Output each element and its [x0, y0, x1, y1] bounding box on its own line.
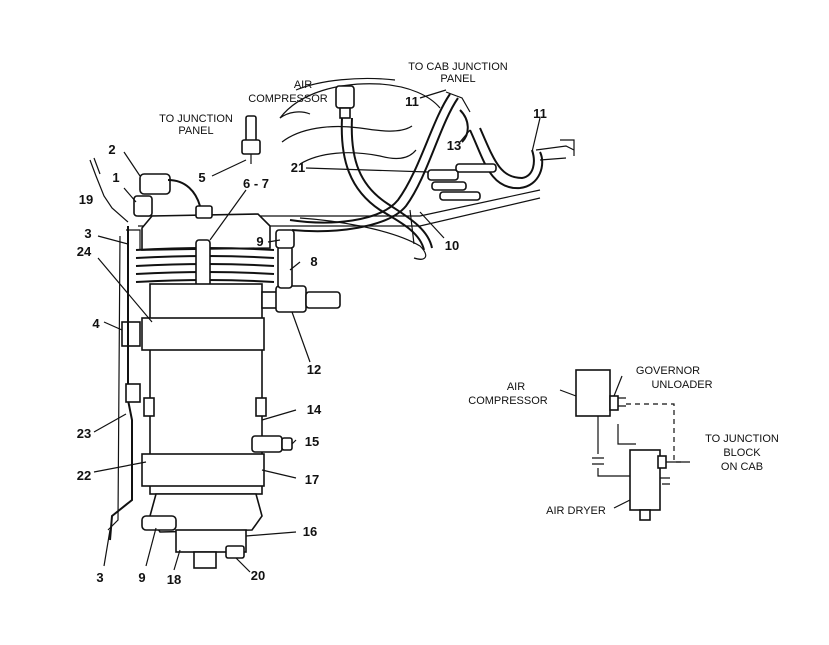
callout-cab-junction-line2: PANEL	[440, 73, 475, 85]
part-number-17: 17	[305, 472, 319, 487]
schematic-governor-line1: GOVERNOR	[636, 365, 700, 377]
callout-air-compressor-line2: COMPRESSOR	[248, 93, 328, 105]
schematic-junction-block-line2: BLOCK	[723, 447, 761, 459]
callout-junction-panel-line2: PANEL	[178, 125, 213, 137]
part-number-12: 12	[307, 362, 321, 377]
part-number-6-7: 6 - 7	[243, 176, 269, 191]
callout-air-compressor-line1: AIR	[294, 79, 312, 91]
air-system-schematic	[559, 369, 690, 521]
junction-panel-fitting	[241, 115, 261, 164]
callout-cab-junction-line1: TO CAB JUNCTION	[408, 61, 507, 73]
schematic-governor-line2: UNLOADER	[651, 379, 712, 391]
part-number-8: 8	[310, 254, 317, 269]
part-numbers: 1 2 3 3 4 5 6 - 7 8 9 9 10 11 11 12 13 1…	[77, 94, 547, 587]
part-number-4: 4	[92, 316, 100, 331]
part-number-3-top: 3	[84, 226, 91, 241]
schematic-junction-block-line3: ON CAB	[721, 461, 763, 473]
part-number-23: 23	[77, 426, 91, 441]
leader-lines	[93, 89, 541, 573]
part-number-9-bottom: 9	[138, 570, 145, 585]
part-number-2: 2	[108, 142, 115, 157]
schematic-labels: AIR COMPRESSOR GOVERNOR UNLOADER TO JUNC…	[468, 365, 779, 517]
callout-junction-panel-line1: TO JUNCTION	[159, 113, 233, 125]
part-number-9-top: 9	[256, 234, 263, 249]
part-number-24: 24	[77, 244, 92, 259]
part-number-15: 15	[305, 434, 319, 449]
part-number-22: 22	[77, 468, 91, 483]
part-number-1: 1	[112, 170, 119, 185]
compressor-housing	[279, 77, 441, 165]
part-number-11-right: 11	[533, 106, 547, 121]
part-number-3-bottom: 3	[96, 570, 103, 585]
part-number-16: 16	[303, 524, 317, 539]
part-number-13: 13	[447, 138, 461, 153]
schematic-air-compressor-line1: AIR	[507, 381, 525, 393]
air-dryer-assembly	[107, 173, 341, 569]
fitting-19	[89, 157, 129, 223]
callout-labels: AIR COMPRESSOR TO CAB JUNCTION PANEL TO …	[159, 61, 508, 137]
part-number-20: 20	[251, 568, 265, 583]
schematic-junction-block-line1: TO JUNCTION	[705, 433, 779, 445]
schematic-air-dryer: AIR DRYER	[546, 505, 606, 517]
schematic-air-compressor-line2: COMPRESSOR	[468, 395, 548, 407]
part-number-10: 10	[445, 238, 459, 253]
part-number-11-left: 11	[405, 94, 419, 109]
part-number-19: 19	[79, 192, 93, 207]
part-number-21: 21	[291, 160, 305, 175]
part-number-5: 5	[198, 170, 205, 185]
part-number-18: 18	[167, 572, 181, 587]
part-number-14: 14	[307, 402, 322, 417]
